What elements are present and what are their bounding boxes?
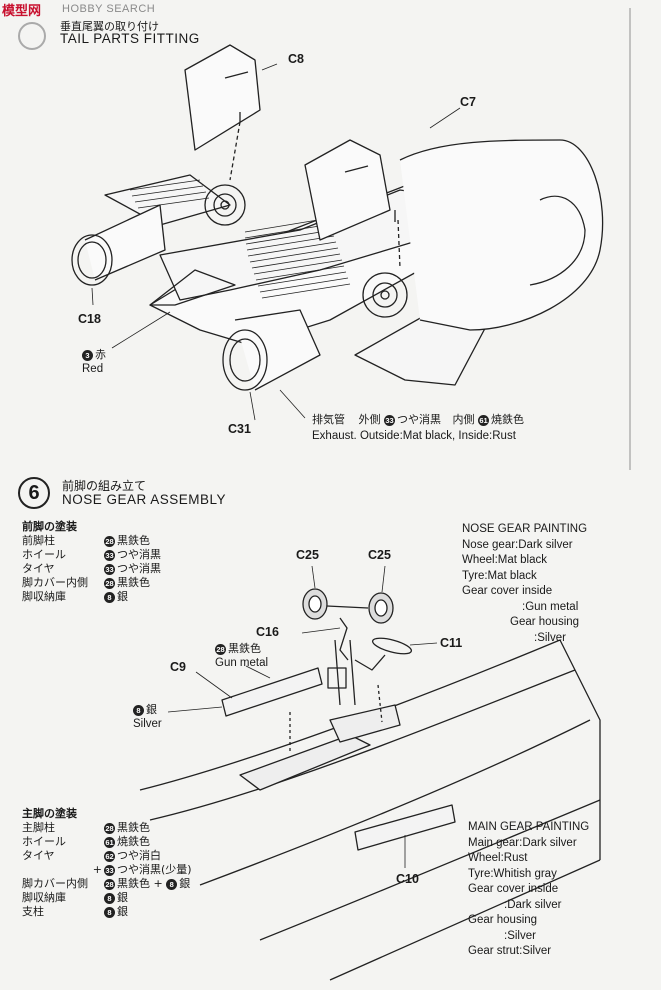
list-item: :Silver <box>534 631 566 644</box>
step5-circle <box>18 22 46 50</box>
list-item: Gear strut:Silver <box>468 945 552 957</box>
exhaust-outside-jp: 外側 <box>358 413 381 426</box>
exhaust-label-jp: 排気管 <box>312 413 345 426</box>
list-item: :Gun metal <box>522 600 579 613</box>
part-c16-label: C16 <box>256 625 279 639</box>
step6-number: 6 <box>18 477 50 509</box>
main-paint-heading-jp: 主脚の塗装 <box>22 807 77 820</box>
part-c25-label: C25 <box>368 548 391 562</box>
part-c8-label: C8 <box>288 52 304 66</box>
color-number-badge: 33 <box>384 414 395 426</box>
list-item: Nose gear:Dark silver <box>462 538 573 551</box>
list-item: Tyre:Mat black <box>462 569 537 582</box>
exhaust-inside-color-jp: 焼鉄色 <box>491 413 524 426</box>
step6-title-jp: 前脚の組み立て <box>62 479 147 493</box>
nose-gear-drawing <box>139 565 601 981</box>
exhaust-outside-color-jp: つや消黒 <box>397 413 441 426</box>
part-c25-label: C25 <box>296 548 319 562</box>
exhaust-inside-jp: 内側 <box>452 413 475 426</box>
list-item: Gear housing <box>468 914 538 926</box>
list-item: Gear cover inside <box>468 883 559 895</box>
list-item: :Silver <box>504 929 536 942</box>
red-note-en: Red <box>82 363 104 375</box>
step6-title-en: NOSE GEAR ASSEMBLY <box>62 492 227 507</box>
part-c18-label: C18 <box>78 312 101 326</box>
list-item: Gear cover inside <box>462 585 553 597</box>
list-item: Wheel:Mat black <box>462 554 548 566</box>
watermark-logo: 模型网 <box>2 0 41 20</box>
exhaust-note-en: Exhaust. Outside:Mat black, Inside:Rust <box>312 430 516 442</box>
nose-paint-heading-en: NOSE GEAR PAINTING <box>462 523 588 535</box>
main-paint-heading-en: MAIN GEAR PAINTING <box>468 821 590 833</box>
nose-gear-paint-list-en: NOSE GEAR PAINTING Nose gear:Dark silver… <box>462 523 632 647</box>
main-gear-paint-list-en: MAIN GEAR PAINTING Main gear:Dark silver… <box>468 821 638 961</box>
red-note-jp: 赤 <box>95 348 106 361</box>
watermark-subtitle: HOBBY SEARCH <box>62 3 156 15</box>
part-c11-label: C11 <box>440 636 463 650</box>
silver-en: Silver <box>133 718 162 730</box>
color-number-badge: 3 <box>82 349 93 361</box>
color-number-badge: 8 <box>133 704 144 716</box>
part-c7-label: C7 <box>460 95 476 109</box>
list-item: Main gear:Dark silver <box>468 836 577 849</box>
part-c10-label: C10 <box>396 872 419 886</box>
color-number-badge: 61 <box>478 414 489 426</box>
step5-title-en: TAIL PARTS FITTING <box>60 31 200 46</box>
part-c9-label: C9 <box>170 660 186 674</box>
part-c31-label: C31 <box>228 422 251 436</box>
tail-assembly-drawing <box>71 44 604 421</box>
gun-metal-en: Gun metal <box>215 657 269 669</box>
list-item: :Dark silver <box>504 898 562 911</box>
watermark-logo-text: 模型网 <box>2 3 42 18</box>
list-item: Gear housing <box>510 616 580 628</box>
nose-paint-heading-jp: 前脚の塗装 <box>22 520 77 533</box>
color-number-badge: 28 <box>215 643 226 655</box>
list-item: Tyre:Whitish gray <box>468 867 557 880</box>
list-item: Wheel:Rust <box>468 852 528 864</box>
step5-title-jp: 垂直尾翼の取り付け <box>60 20 159 33</box>
